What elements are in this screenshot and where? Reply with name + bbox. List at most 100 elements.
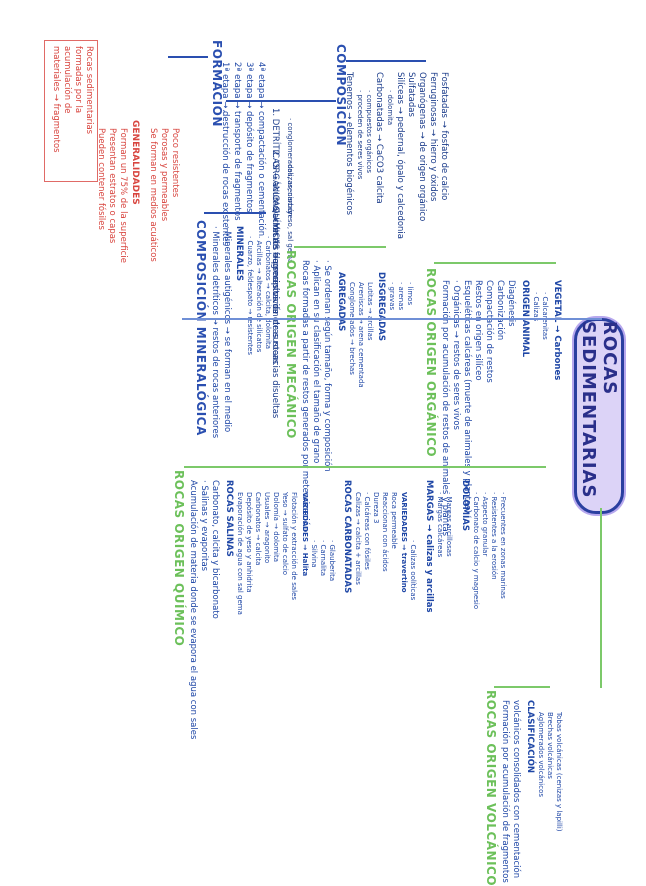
quimico-line: Roca permeable bbox=[390, 492, 398, 549]
connector bbox=[494, 686, 550, 688]
quimico-line: ROCAS SALINAS bbox=[224, 480, 234, 557]
composicion-line: · proceden de seres vivos bbox=[356, 90, 364, 180]
quimico-line: · Salinas y evaporitas bbox=[199, 480, 209, 572]
quimico-line: Acumulación de materia donde se evapora … bbox=[188, 480, 198, 740]
organico-line: Compactación de restos bbox=[484, 280, 494, 383]
composicion-line: Silíceas → pedernal, ópalo y calcedonia bbox=[395, 72, 405, 240]
mecanico-line: Areniscas → arena cementada bbox=[357, 282, 365, 388]
quimico-line: · Silvina bbox=[310, 540, 318, 568]
formacion-step: 2ª etapa → transporte de fragmentos bbox=[232, 62, 242, 221]
volcanico-line: Aglomerados volcánicos bbox=[537, 712, 545, 798]
organico-line: Restos en origen silíceo bbox=[473, 280, 483, 381]
connector bbox=[434, 262, 556, 264]
composicion-line: Carbonatadas → CaCO3 calcita bbox=[374, 72, 384, 204]
quimico-line: · Glauberita bbox=[328, 540, 336, 582]
quimico-heading: ROCAS ORIGEN QUÍMICO bbox=[172, 470, 186, 647]
volcanico-line: Tobas volcánicas (cenizas y lapilli) bbox=[555, 712, 563, 832]
composicion-line: Sulfatadas bbox=[406, 72, 416, 117]
mecanico-line: · limos bbox=[406, 282, 414, 306]
organico-heading: ROCAS ORIGEN ORGÁNICO bbox=[424, 268, 438, 458]
composicion-line: · compuestos orgánicos bbox=[365, 90, 373, 174]
volcanico-heading: ROCAS ORIGEN VOLCÁNICO bbox=[484, 690, 498, 886]
mecanico-line: Lutitas → arcillas bbox=[366, 282, 374, 341]
composicion-line: Ferruginosas → hierro y óxidos bbox=[428, 72, 438, 202]
mecanico-line: Conglomerados → brechas bbox=[348, 282, 356, 375]
mineralogica-line: · Minerales autigénicos → se forman en e… bbox=[222, 226, 232, 433]
quimico-line: · Resistentes a la erosión bbox=[490, 492, 498, 580]
quimico-line: Carbonatos → calcita bbox=[254, 492, 262, 566]
mind-map-sheet: ROCAS SEDIMENTARIAS Rocas sedimentarias … bbox=[44, 40, 624, 886]
mecanico-line: · gravas bbox=[388, 282, 396, 311]
mineralogica-line: MINERALES bbox=[234, 226, 244, 282]
volcanico-line: CLASIFICACIÓN bbox=[525, 700, 535, 774]
mecanico-heading: ROCAS ORIGEN MECÁNICO bbox=[284, 250, 298, 439]
note-line: formadas por la bbox=[73, 46, 83, 114]
composicion-line: Organógenas → de origen orgánico bbox=[417, 72, 427, 222]
mecanico-line: Rocas formadas a partir de restos genera… bbox=[300, 260, 310, 532]
quimico-line: DOLOMÍAS bbox=[460, 480, 470, 531]
generalidades-heading: GENERALIDADES bbox=[130, 120, 140, 205]
composicion-line: Fosfatadas → fosfato de calcio bbox=[439, 72, 449, 201]
quimico-line: Dureza 3 bbox=[372, 492, 380, 524]
generalidades-line: Poco resistentes bbox=[170, 128, 180, 198]
organico-line: · Calizas bbox=[532, 292, 540, 322]
connector bbox=[184, 466, 546, 468]
connector bbox=[168, 56, 208, 58]
mecanico-line: AGREGADAS bbox=[336, 272, 346, 332]
composicion-line: Tenemos → elementos biogénicos bbox=[344, 72, 354, 216]
formacion-step: 3ª etapa → depósito de fragmentos bbox=[244, 62, 254, 213]
volcanico-line: Formación por acumulación de fragmentos bbox=[500, 700, 510, 883]
quimico-line: · Calcáreas con fósiles bbox=[363, 492, 371, 570]
mecanico-line: · arenas bbox=[397, 282, 405, 311]
connector bbox=[204, 212, 266, 214]
connector bbox=[346, 60, 426, 62]
quimico-line: ROCAS CARBONATADAS bbox=[342, 480, 352, 594]
connector bbox=[182, 318, 602, 320]
quimico-line: Reaccionan con ácidos bbox=[381, 492, 389, 572]
quimico-line: Yeso → sulfato de calcio bbox=[281, 492, 289, 576]
mineralogica-line: · Arcillas → alteración de silicatos bbox=[255, 236, 263, 353]
mecanico-line: · Se ordenan según tamaño, forma y compo… bbox=[322, 260, 332, 472]
generalidades-line: Presentan estratos o capas bbox=[107, 128, 117, 244]
organico-line: · Calcarenitas bbox=[541, 292, 549, 340]
generalidades-line: Porosas y permeables bbox=[159, 128, 169, 222]
quimico-line: · Margas arcillosas bbox=[445, 492, 453, 557]
quimico-line: Flotación y extracción de sales bbox=[290, 492, 298, 601]
quimico-line: Calizas → calcita + arcillas bbox=[354, 492, 362, 585]
quimico-line: Usuales → aragonito bbox=[263, 492, 271, 564]
quimico-line: · Carbonato de calcio y magnesio bbox=[472, 492, 480, 610]
quimico-line: · Carnalita bbox=[319, 540, 327, 577]
mineralogica-line: · Carbonatos → calcita, dolomita bbox=[264, 236, 272, 350]
quimico-line: MARGAS → calizas y arcillas bbox=[424, 480, 434, 613]
quimico-line: VARIEDADES → Halita bbox=[301, 492, 309, 577]
mineralogica-line: · Minerales detríticos → restos de rocas… bbox=[210, 226, 220, 439]
note-line: acumulación de bbox=[62, 46, 72, 114]
quimico-line: · Calizas oolíticas bbox=[409, 540, 417, 601]
mecanico-line: DISGREGADAS bbox=[376, 272, 386, 341]
quimico-line: · Margas calcáreas bbox=[436, 492, 444, 558]
organico-line: Carbonización bbox=[495, 280, 505, 341]
organico-line: · Orgánicas → restos de seres vivos bbox=[451, 280, 461, 430]
composicion-line: · dolomita bbox=[386, 90, 394, 126]
generalidades-line: Pueden contener fósiles bbox=[96, 128, 106, 230]
quimico-line: Evaporación de agua con sal gema bbox=[236, 492, 244, 615]
generalidades-line: Forman un 75% de la superficie bbox=[118, 128, 128, 263]
note-line: Rocas sedimentarias bbox=[84, 46, 94, 135]
page-title: ROCAS SEDIMENTARIAS bbox=[578, 321, 620, 499]
formacion-step: 4ª etapa → compactación o cementación bbox=[256, 62, 266, 237]
formacion-step: 1ª etapa → destrucción de rocas existent… bbox=[220, 62, 230, 246]
organico-line: Esqueléticas calcáreas (muerte de animal… bbox=[462, 280, 472, 513]
quimico-line: · Aspecto granular bbox=[481, 492, 489, 557]
connector bbox=[226, 100, 336, 102]
note-line: materiales → fragmentos bbox=[51, 46, 61, 153]
title-badge: ROCAS SEDIMENTARIAS bbox=[574, 318, 624, 514]
quimico-line: Dolomía → dolomita bbox=[272, 492, 280, 563]
quimico-line: · Frecuentes en zonas marinas bbox=[499, 492, 507, 599]
volcanico-line: volcánicos consolidados con cementación bbox=[511, 700, 521, 879]
volcanico-line: Brechas volcánicas bbox=[546, 712, 554, 779]
connector bbox=[600, 508, 602, 688]
connector bbox=[294, 246, 386, 248]
generalidades-line: Se forman en medios acuáticos bbox=[148, 128, 158, 262]
quimico-line: Depósito de yeso y anhidrita bbox=[245, 492, 253, 593]
mecanico-line: · Aplican en su clasificación el tamaño … bbox=[311, 260, 321, 464]
